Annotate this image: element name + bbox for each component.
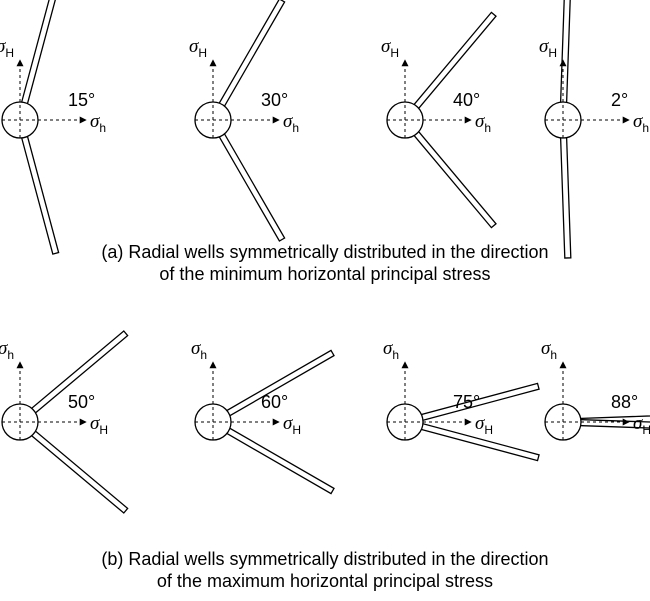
horizontal-stress-label: σH bbox=[90, 413, 108, 437]
caption-a: (a) Radial wells symmetrically distribut… bbox=[0, 241, 650, 285]
well-panel: σH σh2° bbox=[539, 0, 649, 259]
radial-well-lower bbox=[559, 135, 572, 259]
angle-label: 75° bbox=[453, 392, 480, 412]
vertical-stress-label: σH bbox=[381, 36, 399, 60]
horizontal-stress-label: σh bbox=[90, 111, 106, 135]
radial-well-lower bbox=[224, 426, 335, 495]
angle-label: 2° bbox=[611, 90, 628, 110]
radial-well-upper bbox=[20, 0, 56, 107]
horizontal-stress-label: σH bbox=[475, 413, 493, 437]
radial-well-lower bbox=[217, 131, 286, 242]
radial-well-lower bbox=[20, 133, 60, 255]
horizontal-stress-label: σh bbox=[283, 111, 299, 135]
caption-b-line2: of the maximum horizontal principal stre… bbox=[156, 571, 494, 591]
vertical-stress-label: σH bbox=[0, 36, 14, 60]
caption-b-line1: (b) Radial wells symmetrically distribut… bbox=[101, 549, 549, 569]
radial-well-lower bbox=[29, 429, 129, 514]
radial-well-upper bbox=[559, 0, 571, 105]
angle-label: 50° bbox=[68, 392, 95, 412]
horizontal-stress-label: σh bbox=[633, 111, 649, 135]
caption-a-line1: (a) Radial wells symmetrically distribut… bbox=[101, 242, 549, 262]
caption-b: (b) Radial wells symmetrically distribut… bbox=[0, 548, 650, 592]
angle-label: 88° bbox=[611, 392, 638, 412]
angle-label: 30° bbox=[261, 90, 288, 110]
vertical-stress-label: σH bbox=[189, 36, 207, 60]
angle-label: 40° bbox=[453, 90, 480, 110]
radial-well-lower bbox=[412, 129, 497, 229]
vertical-stress-label: σh bbox=[0, 338, 14, 362]
vertical-stress-label: σH bbox=[539, 36, 557, 60]
angle-label: 60° bbox=[261, 392, 288, 412]
vertical-stress-label: σh bbox=[191, 338, 207, 362]
vertical-stress-label: σh bbox=[383, 338, 399, 362]
vertical-stress-label: σh bbox=[541, 338, 557, 362]
horizontal-stress-label: σh bbox=[475, 111, 491, 135]
caption-a-line2: of the minimum horizontal principal stre… bbox=[159, 264, 491, 284]
horizontal-stress-label: σH bbox=[283, 413, 301, 437]
angle-label: 15° bbox=[68, 90, 95, 110]
